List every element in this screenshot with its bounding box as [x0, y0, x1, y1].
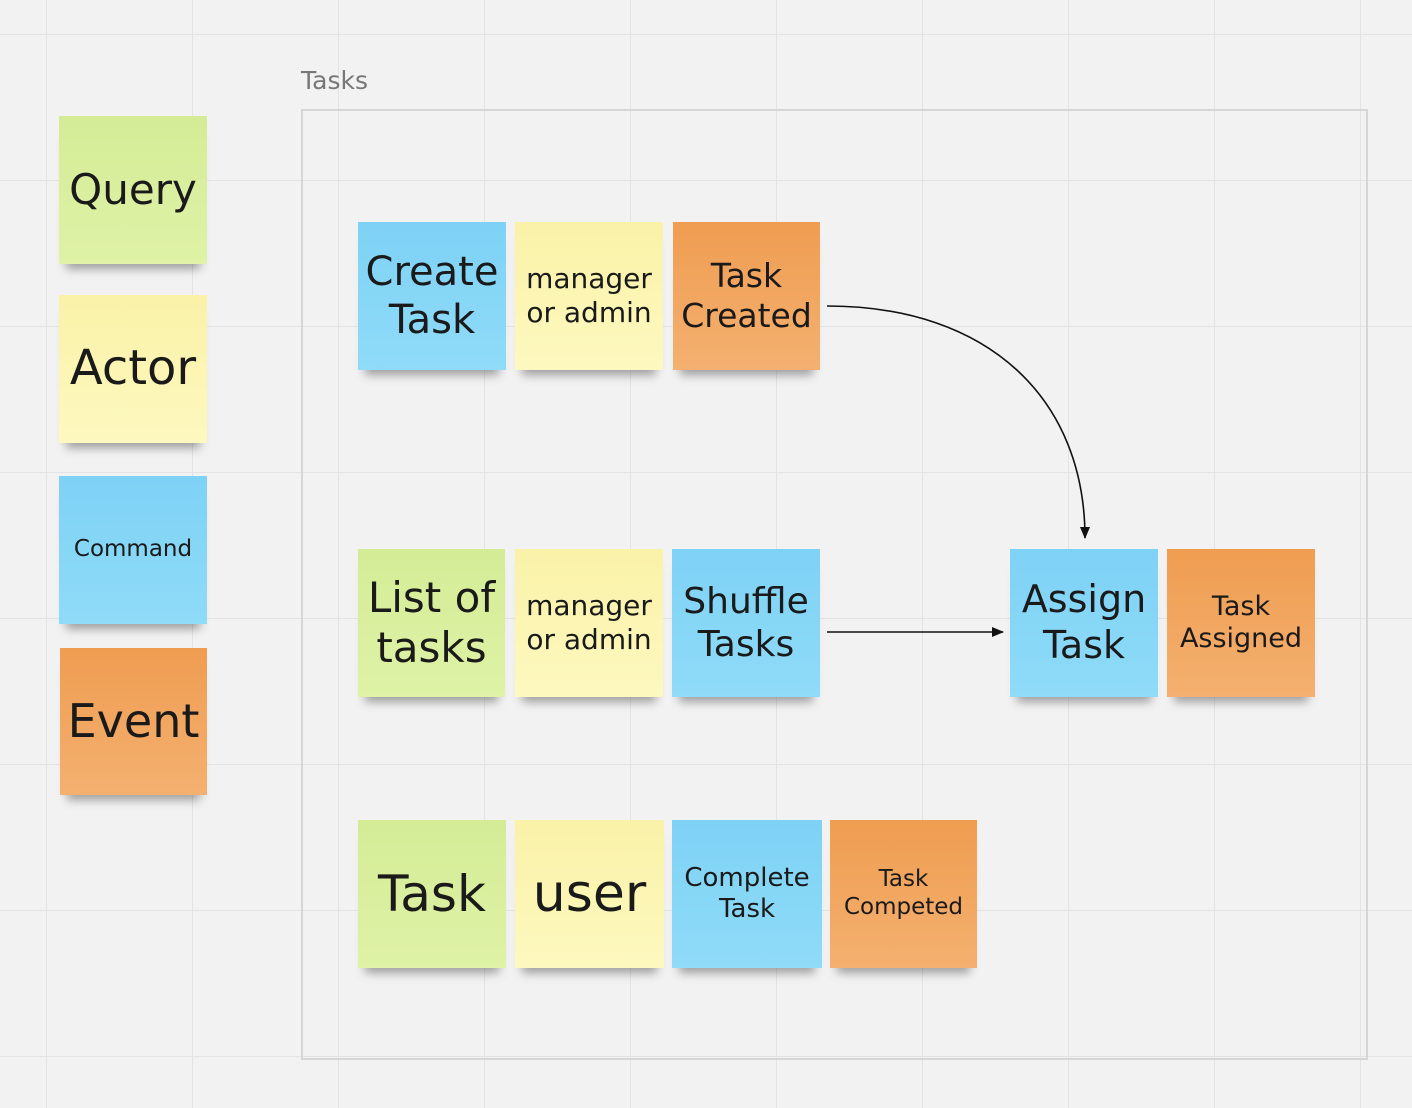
- task-query-label: Task: [378, 865, 486, 923]
- complete-task-label: Complete Task: [684, 862, 810, 924]
- legend-command-sticky[interactable]: Command: [59, 476, 207, 624]
- legend-command-label: Command: [73, 536, 193, 563]
- row1-actor-label: manager or admin: [526, 262, 652, 329]
- row2-actor-sticky[interactable]: manager or admin: [515, 549, 663, 697]
- legend-query-sticky[interactable]: Query: [59, 116, 207, 264]
- task-query-sticky[interactable]: Task: [358, 820, 506, 968]
- task-assigned-label: Task Assigned: [1179, 590, 1303, 654]
- create-task-label: Create Task: [365, 249, 499, 343]
- legend-event-label: Event: [67, 693, 200, 748]
- row3-actor-sticky[interactable]: user: [515, 820, 664, 968]
- shuffle-tasks-label: Shuffle Tasks: [683, 580, 809, 665]
- list-of-tasks-label: List of tasks: [367, 572, 496, 672]
- assign-task-sticky[interactable]: Assign Task: [1010, 549, 1158, 697]
- list-of-tasks-sticky[interactable]: List of tasks: [358, 549, 505, 697]
- shuffle-tasks-sticky[interactable]: Shuffle Tasks: [672, 549, 820, 697]
- task-assigned-sticky[interactable]: Task Assigned: [1167, 549, 1315, 697]
- task-competed-sticky[interactable]: Task Competed: [830, 820, 977, 968]
- assign-task-label: Assign Task: [1021, 577, 1147, 667]
- row3-actor-label: user: [532, 863, 647, 924]
- task-created-label: Task Created: [681, 256, 812, 335]
- create-task-sticky[interactable]: Create Task: [358, 222, 506, 370]
- complete-task-sticky[interactable]: Complete Task: [672, 820, 822, 968]
- legend-query-label: Query: [69, 164, 197, 214]
- frame-title: Tasks: [301, 66, 368, 95]
- row1-actor-sticky[interactable]: manager or admin: [515, 222, 663, 370]
- legend-event-sticky[interactable]: Event: [60, 648, 207, 795]
- task-competed-label: Task Competed: [843, 866, 964, 920]
- legend-actor-label: Actor: [69, 340, 197, 397]
- row2-actor-label: manager or admin: [526, 589, 652, 656]
- legend-actor-sticky[interactable]: Actor: [59, 295, 207, 443]
- tasks-frame[interactable]: [301, 109, 1368, 1060]
- task-created-sticky[interactable]: Task Created: [673, 222, 820, 370]
